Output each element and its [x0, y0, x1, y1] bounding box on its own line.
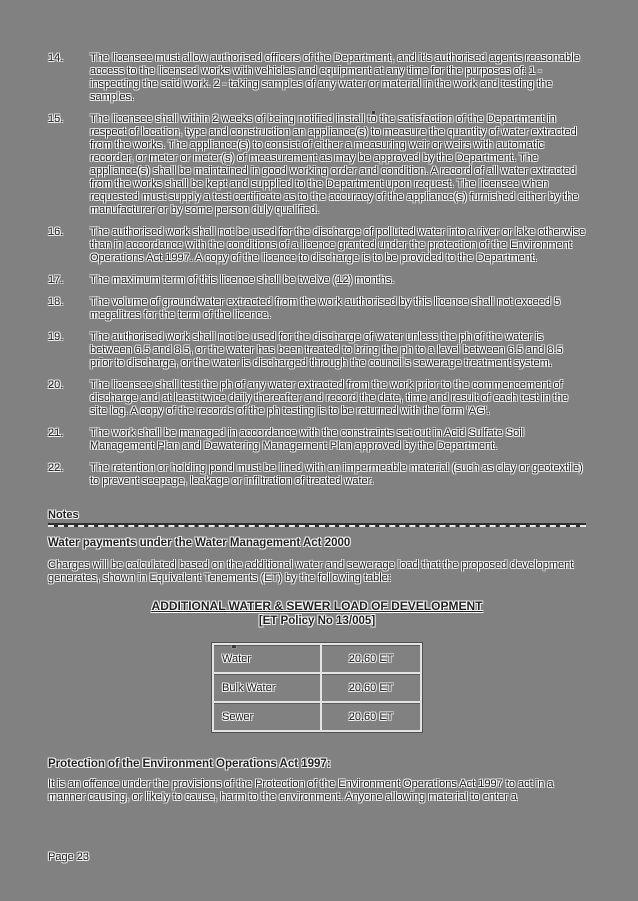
- condition-item-20: 20. The licensee shall test the ph of an…: [48, 379, 586, 418]
- condition-number: 15.: [48, 113, 64, 125]
- condition-number: 16.: [48, 226, 64, 238]
- scan-artifact-speck: [232, 645, 236, 648]
- row-label: Bulk Water: [211, 672, 323, 703]
- condition-text: The retention or holding pond must be li…: [90, 462, 583, 487]
- condition-item-14: 14. The licensee must allow authorised o…: [48, 52, 586, 104]
- condition-item-21: 21. The work shall be managed in accorda…: [48, 427, 586, 453]
- condition-number: 17.: [48, 274, 64, 286]
- condition-item-16: 16. The authorised work shall not be use…: [48, 226, 586, 265]
- row-value: 20.60 ET: [320, 701, 422, 732]
- et-load-table: Water 20.60 ET Bulk Water 20.60 ET Sewer…: [211, 643, 422, 732]
- condition-text: The authorised work shall not be used fo…: [90, 226, 586, 264]
- condition-item-17: 17. The maximum term of this licence sha…: [48, 274, 586, 287]
- notes-heading: Notes: [48, 509, 79, 521]
- condition-number: 20.: [48, 379, 64, 391]
- condition-number: 21.: [48, 427, 64, 439]
- condition-item-22: 22. The retention or holding pond must b…: [48, 462, 586, 488]
- table-row-water: Water 20.60 ET: [211, 643, 422, 674]
- table-row-bulk-water: Bulk Water 20.60 ET: [211, 672, 422, 703]
- page-body: 14. The licensee must allow authorised o…: [48, 52, 586, 803]
- condition-text: The licensee shall within 2 weeks of bei…: [90, 113, 579, 216]
- table-row-sewer: Sewer 20.60 ET: [211, 701, 422, 732]
- condition-item-15: 15. The licensee shall within 2 weeks of…: [48, 113, 586, 217]
- condition-text: The licensee shall test the ph of any wa…: [90, 379, 569, 417]
- condition-item-18: 18. The volume of groundwater extracted …: [48, 296, 586, 322]
- condition-text: The volume of groundwater extracted from…: [90, 296, 561, 321]
- condition-text: The licensee must allow authorised offic…: [90, 52, 580, 103]
- row-label: Water: [211, 643, 323, 674]
- et-table-subtitle: [ET Policy No 13/005]: [258, 615, 376, 627]
- condition-number: 18.: [48, 296, 64, 308]
- notes-divider: [48, 523, 586, 527]
- poeo-heading: Protection of the Environment Operations…: [48, 758, 331, 770]
- row-value: 20.60 ET: [320, 643, 422, 674]
- condition-text: The work shall be managed in accordance …: [90, 427, 525, 452]
- et-table-title: ADDITIONAL WATER & SEWER LOAD OF DEVELOP…: [151, 599, 483, 613]
- condition-number: 19.: [48, 331, 64, 343]
- condition-text: The authorised work shall not be used fo…: [90, 331, 563, 369]
- conditions-list: 14. The licensee must allow authorised o…: [48, 52, 586, 488]
- water-payments-heading: Water payments under the Water Managemen…: [48, 537, 351, 549]
- condition-number: 14.: [48, 52, 64, 64]
- condition-text: The maximum term of this licence shall b…: [90, 274, 395, 286]
- row-label: Sewer: [211, 701, 323, 732]
- charges-paragraph: Charges will be calculated based on the …: [48, 559, 574, 584]
- condition-item-19: 19. The authorised work shall not be use…: [48, 331, 586, 370]
- poeo-paragraph: It is an offence under the provisions of…: [48, 778, 554, 803]
- row-value: 20.60 ET: [320, 672, 422, 703]
- scan-artifact-speck: [372, 111, 375, 114]
- page-footer: Page 23: [48, 851, 89, 863]
- condition-number: 22.: [48, 462, 64, 474]
